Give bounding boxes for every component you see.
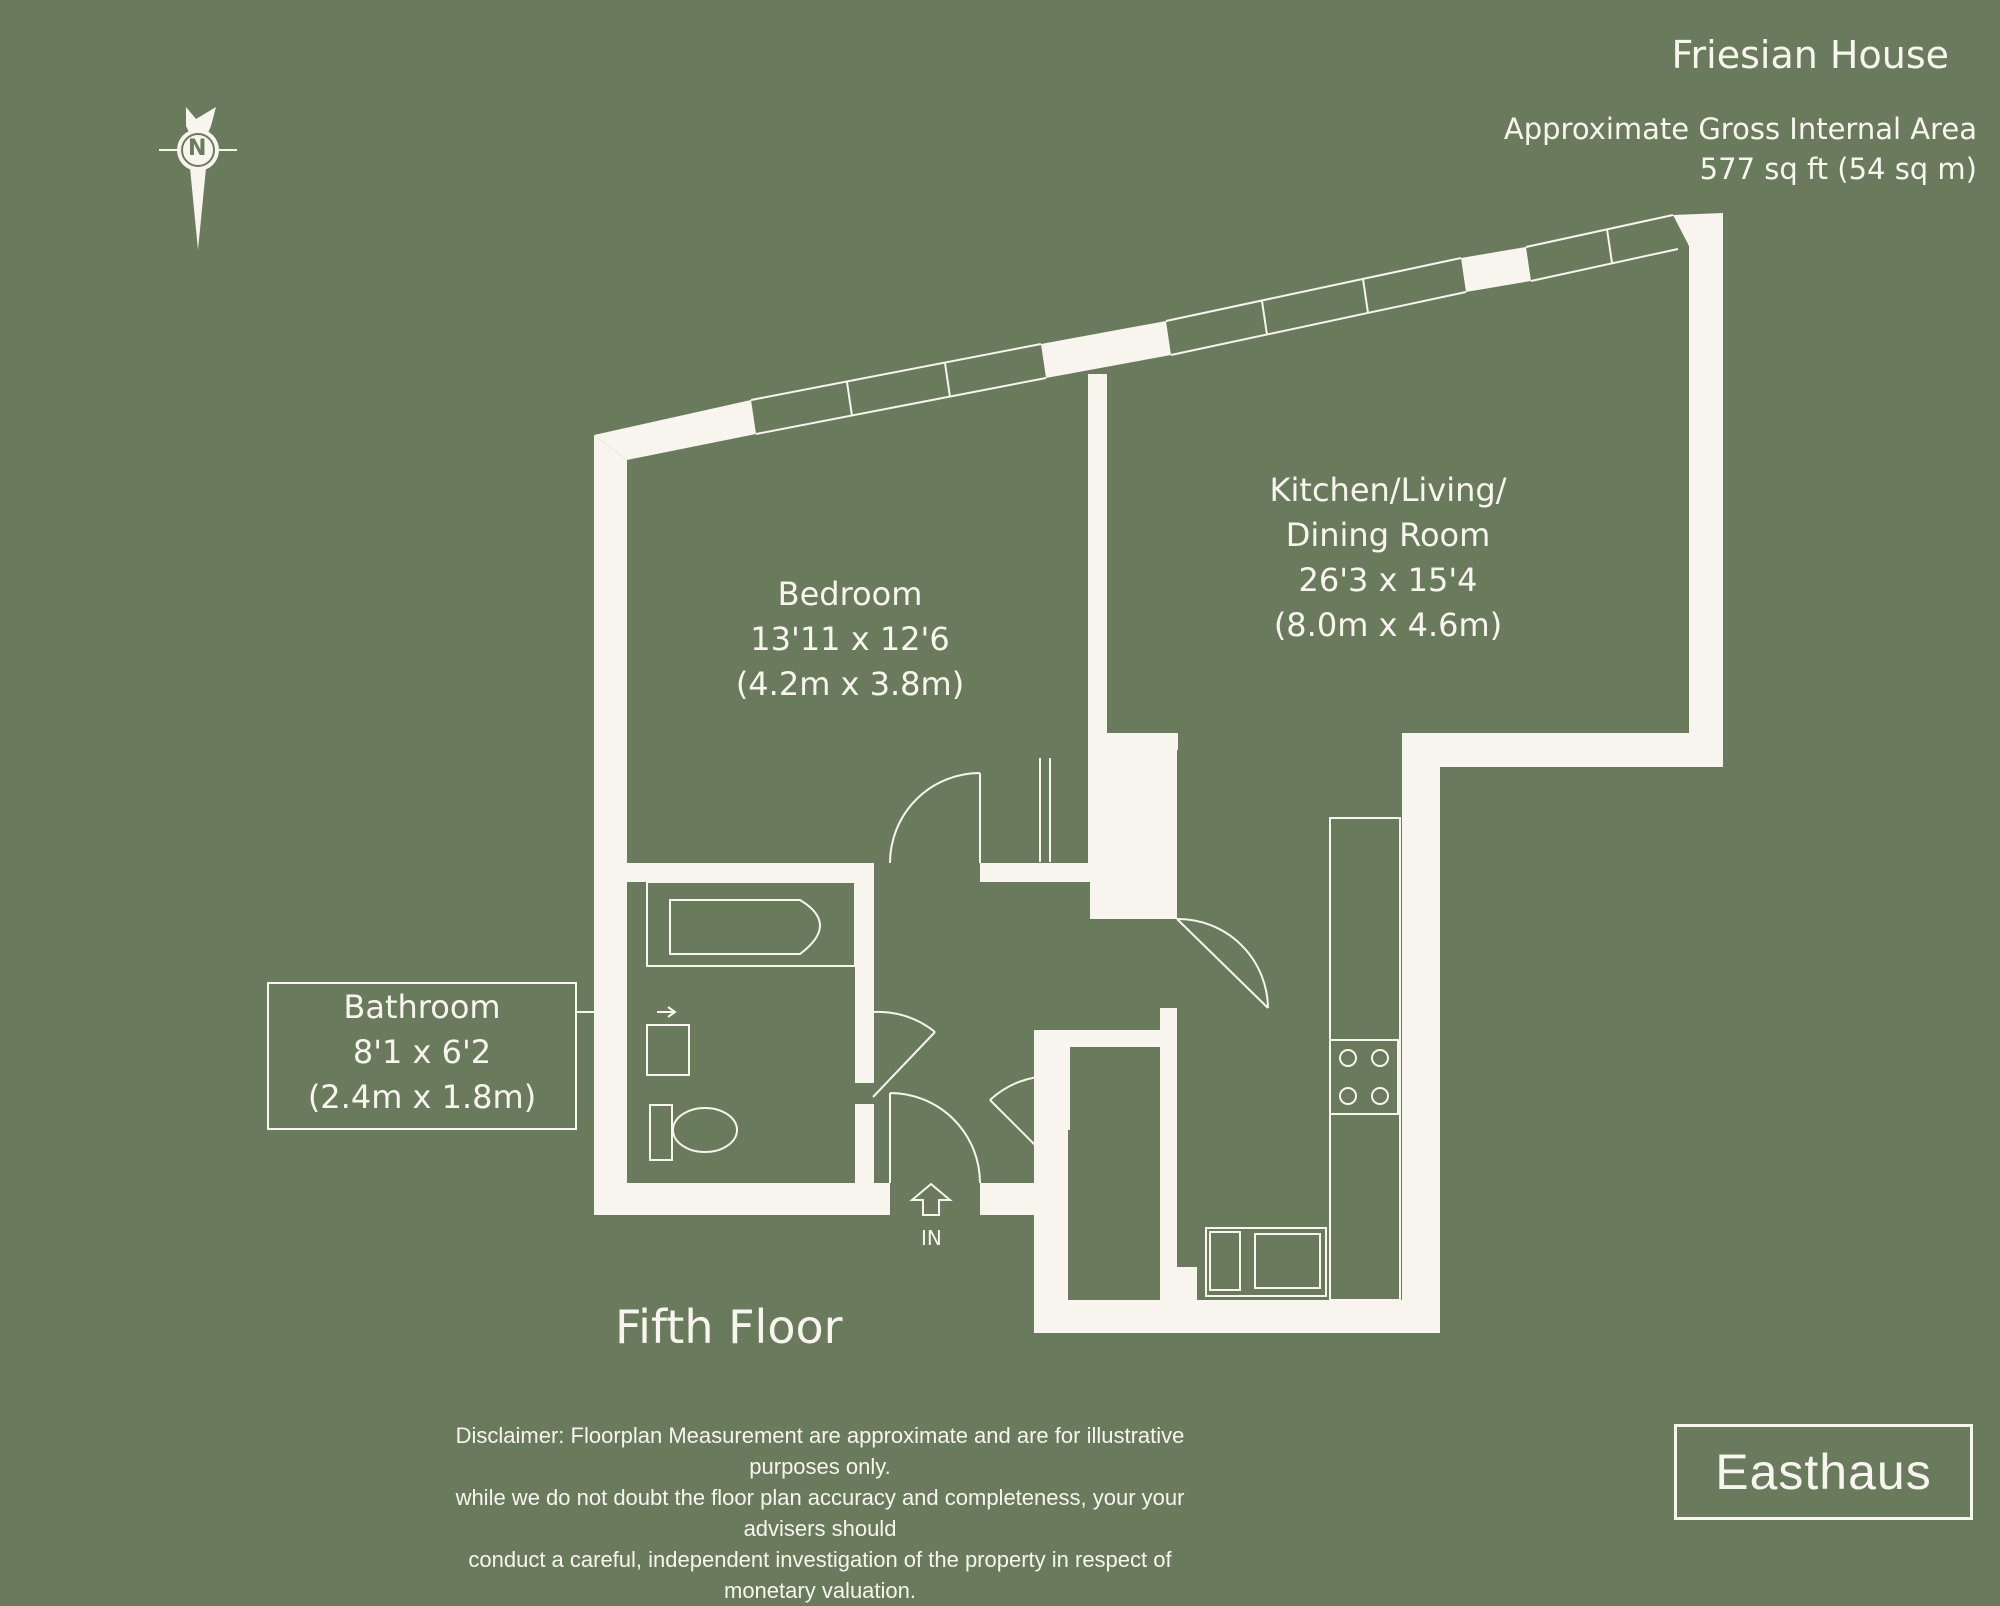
room-size-metric: (2.4m x 1.8m): [307, 1078, 537, 1116]
exterior-wall-south-hall: [980, 1183, 1044, 1215]
room-name: Kitchen/Living/: [1269, 471, 1507, 509]
drainer: [1209, 1231, 1241, 1291]
door-living: [1176, 917, 1269, 1009]
bathtub: [646, 881, 856, 967]
disclaimer: Disclaimer: Floorplan Measurement are ap…: [420, 1420, 1220, 1606]
bathroom-callout: [267, 982, 594, 1130]
sink-bowl: [1254, 1233, 1321, 1289]
exterior-wall-east: [1402, 213, 1723, 1333]
hob-ring: [1339, 1049, 1357, 1067]
area-value: 577 sq ft (54 sq m): [1699, 152, 1977, 186]
exterior-wall-south-bathroom: [594, 1183, 890, 1215]
north-wall-segment: [594, 400, 756, 460]
bathroom-callout-box: [267, 982, 577, 1130]
door-bathroom: [872, 1010, 936, 1098]
exterior-wall-west: [594, 435, 627, 1215]
walls: [594, 213, 1723, 1333]
room-name: Bedroom: [777, 575, 923, 613]
exterior-wall-south-east: [1034, 1300, 1436, 1333]
fixtures: [646, 817, 1401, 1301]
bath-tap-arrow: [657, 1006, 677, 1018]
window-mullion: [1606, 228, 1613, 264]
entrance-label: IN: [921, 1226, 942, 1250]
partition-bedroom-living: [1088, 374, 1107, 736]
door-entrance: [889, 1092, 981, 1184]
toilet: [672, 1107, 738, 1153]
window-mullion: [846, 362, 951, 417]
north-arrow-icon: [159, 107, 237, 250]
wall-store-north: [1054, 1030, 1177, 1047]
area-label: Approximate Gross Internal Area: [1503, 112, 1977, 146]
wall-hall-east: [1160, 733, 1177, 919]
hob-ring: [1371, 1087, 1389, 1105]
disclaimer-line: Disclaimer: Floorplan Measurement are ap…: [455, 1423, 1185, 1479]
windows: [750, 214, 1679, 435]
room-size-metric: (8.0m x 4.6m): [1273, 606, 1503, 644]
room-size-imperial: 8'1 x 6'2: [352, 1033, 492, 1071]
room-size-imperial: 26'3 x 15'4: [1298, 561, 1478, 599]
door-store: [989, 1074, 1055, 1165]
basin: [646, 1024, 690, 1076]
room-size-imperial: 13'11 x 12'6: [750, 620, 950, 658]
window: [1525, 214, 1679, 282]
window: [750, 343, 1047, 435]
room-name: Dining Room: [1285, 516, 1491, 554]
wall-hall-east-lower: [1160, 1008, 1177, 1300]
door-bedroom: [889, 772, 981, 864]
toilet-cistern: [649, 1104, 673, 1161]
window: [1165, 257, 1467, 356]
door-cupboard: [1039, 758, 1051, 862]
disclaimer-line: while we do not doubt the floor plan acc…: [455, 1485, 1185, 1541]
disclaimer-line: conduct a careful, independent investiga…: [468, 1547, 1172, 1603]
bathtub-basin: [669, 899, 821, 955]
wall-hall-lower-east: [1054, 1030, 1070, 1130]
compass-letter: N: [188, 136, 207, 161]
hob: [1329, 1039, 1399, 1115]
floor-name: Fifth Floor: [615, 1300, 843, 1354]
wall-bathroom-north: [627, 863, 872, 882]
kitchen-sink: [1205, 1227, 1327, 1297]
room-name: Bathroom: [343, 988, 501, 1026]
hob-ring: [1339, 1087, 1357, 1105]
north-wall-segment: [1041, 321, 1171, 378]
hob-ring: [1371, 1049, 1389, 1067]
wall-bathroom-east-lower: [855, 1104, 874, 1199]
wall-kitchen-south: [1177, 1267, 1197, 1302]
brand-logo: Easthaus: [1674, 1424, 1973, 1520]
room-label-kitchen: Kitchen/Living/ Dining Room 26'3 x 15'4 …: [1208, 468, 1568, 648]
room-label-bedroom: Bedroom 13'11 x 12'6 (4.2m x 3.8m): [700, 572, 1000, 707]
entrance-arrow-icon: [909, 1182, 953, 1216]
wall-bathroom-east: [855, 863, 874, 1083]
window-mullion: [1261, 278, 1369, 336]
doors: [872, 758, 1269, 1184]
room-label-bathroom: Bathroom 8'1 x 6'2 (2.4m x 1.8m): [268, 985, 576, 1120]
building-name: Friesian House: [1671, 33, 1949, 77]
north-wall-segment: [1461, 247, 1531, 292]
floor-plan: [159, 107, 1723, 1333]
room-size-metric: (4.2m x 3.8m): [735, 665, 965, 703]
